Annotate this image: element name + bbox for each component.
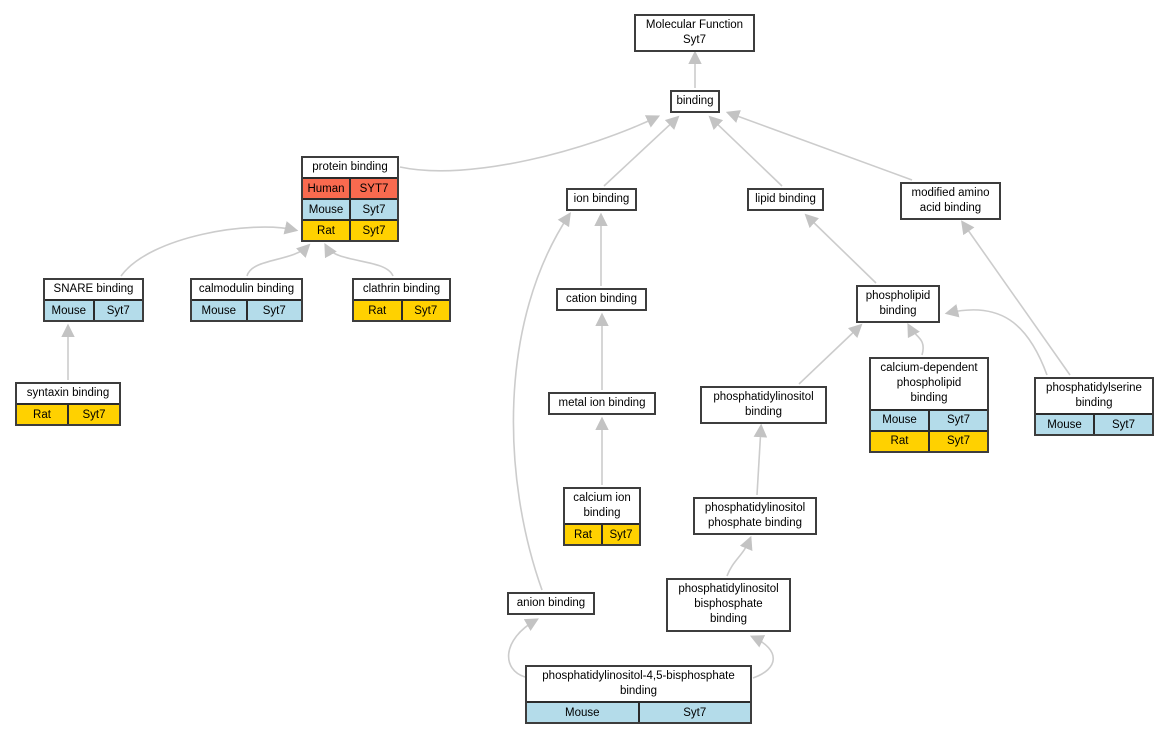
node-label: phosphatidylserine binding <box>1046 382 1142 410</box>
node-label: protein binding <box>312 161 388 173</box>
go-node-modified-amino-acid-binding[interactable]: modified amino acid binding <box>900 182 1001 221</box>
gene-cell[interactable]: Syt7 <box>351 200 397 220</box>
node-label: calcium ion binding <box>573 492 631 520</box>
species-cell[interactable]: Human <box>303 179 351 199</box>
edge-snare-to-protein-binding <box>120 221 299 277</box>
go-node-syntaxin-binding[interactable]: syntaxin binding Rat Syt7 <box>15 382 121 427</box>
edge-anion-to-ion <box>512 212 571 591</box>
annotation-row: Mouse Syt7 <box>45 299 142 321</box>
node-label: SNARE binding <box>53 283 134 295</box>
go-node-binding[interactable]: binding <box>670 90 720 114</box>
annotation-row: Rat Syt7 <box>303 219 397 241</box>
node-label: calcium-dependent phospholipid binding <box>880 362 978 405</box>
annotation-row: Mouse Syt7 <box>192 299 301 321</box>
node-label: anion binding <box>516 597 586 609</box>
edge-protein-binding-to-binding <box>399 115 661 172</box>
node-label: phosphatidylinositol-4,5-bisphosphate bi… <box>542 670 735 698</box>
node-label: phosphatidylinositol bisphosphate bindin… <box>678 583 779 626</box>
go-node-clathrin-binding[interactable]: clathrin binding Rat Syt7 <box>352 278 451 323</box>
species-cell[interactable]: Mouse <box>192 301 248 321</box>
edge-clathrin-to-protein-binding <box>324 243 394 277</box>
go-node-anion-binding[interactable]: anion binding <box>507 592 595 616</box>
go-node-ion-binding[interactable]: ion binding <box>566 188 637 212</box>
go-node-phospholipid-binding[interactable]: phospholipid binding <box>856 285 940 324</box>
gene-cell[interactable]: Syt7 <box>94 301 142 321</box>
node-label: lipid binding <box>755 193 816 205</box>
edge-modified-amino-acid-to-binding <box>725 110 913 181</box>
go-node-calmodulin-binding[interactable]: calmodulin binding Mouse Syt7 <box>190 278 303 323</box>
node-label: cation binding <box>566 293 637 305</box>
node-label: calmodulin binding <box>198 283 295 295</box>
node-label: phosphatidylinositol binding <box>713 391 814 419</box>
node-label: metal ion binding <box>558 397 646 409</box>
go-node-phosphatidylinositol-bisphosphate-binding[interactable]: phosphatidylinositol bisphosphate bindin… <box>666 578 791 632</box>
go-node-phosphatidylinositol-4-5-bisphosphate-binding[interactable]: phosphatidylinositol-4,5-bisphosphate bi… <box>525 665 752 725</box>
edge-ion-binding-to-binding <box>603 115 680 187</box>
edge-phospholipid-to-lipid <box>804 213 877 284</box>
species-cell[interactable]: Rat <box>565 525 603 545</box>
species-cell[interactable]: Rat <box>303 221 351 241</box>
gene-cell[interactable]: Syt7 <box>930 410 987 430</box>
gene-cell[interactable]: Syt7 <box>639 703 750 723</box>
gene-cell[interactable]: SYT7 <box>351 179 397 199</box>
go-node-calcium-ion-binding[interactable]: calcium ion binding Rat Syt7 <box>563 487 641 547</box>
edge-pi-to-phospholipid <box>798 323 863 385</box>
go-node-calcium-dependent-phospholipid-binding[interactable]: calcium-dependent phospholipid binding M… <box>869 357 989 453</box>
go-node-snare-binding[interactable]: SNARE binding Mouse Syt7 <box>43 278 144 323</box>
gene-cell[interactable]: Syt7 <box>351 221 397 241</box>
go-node-lipid-binding[interactable]: lipid binding <box>747 188 824 212</box>
annotation-row: Rat Syt7 <box>871 429 987 451</box>
annotation-row: Mouse Syt7 <box>303 198 397 220</box>
node-label: Molecular Function Syt7 <box>645 19 744 47</box>
annotation-row: Mouse Syt7 <box>527 701 750 723</box>
edge-pi45bp-to-pibp <box>749 635 774 679</box>
gene-cell[interactable]: Syt7 <box>69 405 119 425</box>
edge-phosphatidylserine-to-modified-amino-acid <box>961 220 1071 376</box>
annotation-row: Mouse Syt7 <box>1036 413 1152 435</box>
annotation-row: Mouse Syt7 <box>871 408 987 430</box>
go-node-molecular-function[interactable]: Molecular Function Syt7 <box>634 14 755 53</box>
species-cell[interactable]: Mouse <box>45 301 95 321</box>
annotation-row: Human SYT7 <box>303 177 397 199</box>
node-label: syntaxin binding <box>26 387 110 399</box>
edge-pibp-to-pip <box>726 535 753 577</box>
annotation-row: Rat Syt7 <box>17 403 119 425</box>
species-cell[interactable]: Rat <box>871 431 930 451</box>
go-node-metal-ion-binding[interactable]: metal ion binding <box>548 392 656 416</box>
edge-pip-to-pi <box>753 423 768 496</box>
edge-cadep-to-phospholipid <box>907 323 924 356</box>
species-cell[interactable]: Rat <box>354 301 403 321</box>
species-cell[interactable]: Mouse <box>527 703 640 723</box>
gene-cell[interactable]: Syt7 <box>1095 415 1152 435</box>
annotation-row: Rat Syt7 <box>354 299 449 321</box>
go-node-cation-binding[interactable]: cation binding <box>556 288 647 312</box>
node-label: binding <box>676 95 714 107</box>
node-label: phospholipid binding <box>865 290 931 318</box>
gene-cell[interactable]: Syt7 <box>402 301 449 321</box>
species-cell[interactable]: Mouse <box>1036 415 1095 435</box>
gene-cell[interactable]: Syt7 <box>930 431 987 451</box>
node-label: ion binding <box>573 193 630 205</box>
go-node-phosphatidylinositol-phosphate-binding[interactable]: phosphatidylinositol phosphate binding <box>693 497 817 536</box>
node-label: modified amino acid binding <box>911 187 990 215</box>
go-node-phosphatidylserine-binding[interactable]: phosphatidylserine binding Mouse Syt7 <box>1034 377 1154 437</box>
gene-cell[interactable]: Syt7 <box>247 301 301 321</box>
edge-phosphatidylserine-to-phospholipid <box>944 304 1048 376</box>
edge-calmodulin-to-protein-binding <box>246 243 311 277</box>
node-label: clathrin binding <box>362 283 441 295</box>
species-cell[interactable]: Mouse <box>303 200 351 220</box>
species-cell[interactable]: Rat <box>17 405 69 425</box>
species-cell[interactable]: Mouse <box>871 410 930 430</box>
node-label: phosphatidylinositol phosphate binding <box>704 502 806 530</box>
edge-pi45bp-to-anion <box>507 618 539 678</box>
edge-lipid-binding-to-binding <box>708 115 783 187</box>
go-node-protein-binding[interactable]: protein binding Human SYT7 Mouse Syt7 Ra… <box>301 156 399 243</box>
gene-cell[interactable]: Syt7 <box>603 525 639 545</box>
go-node-phosphatidylinositol-binding[interactable]: phosphatidylinositol binding <box>700 386 827 425</box>
annotation-row: Rat Syt7 <box>565 523 639 545</box>
